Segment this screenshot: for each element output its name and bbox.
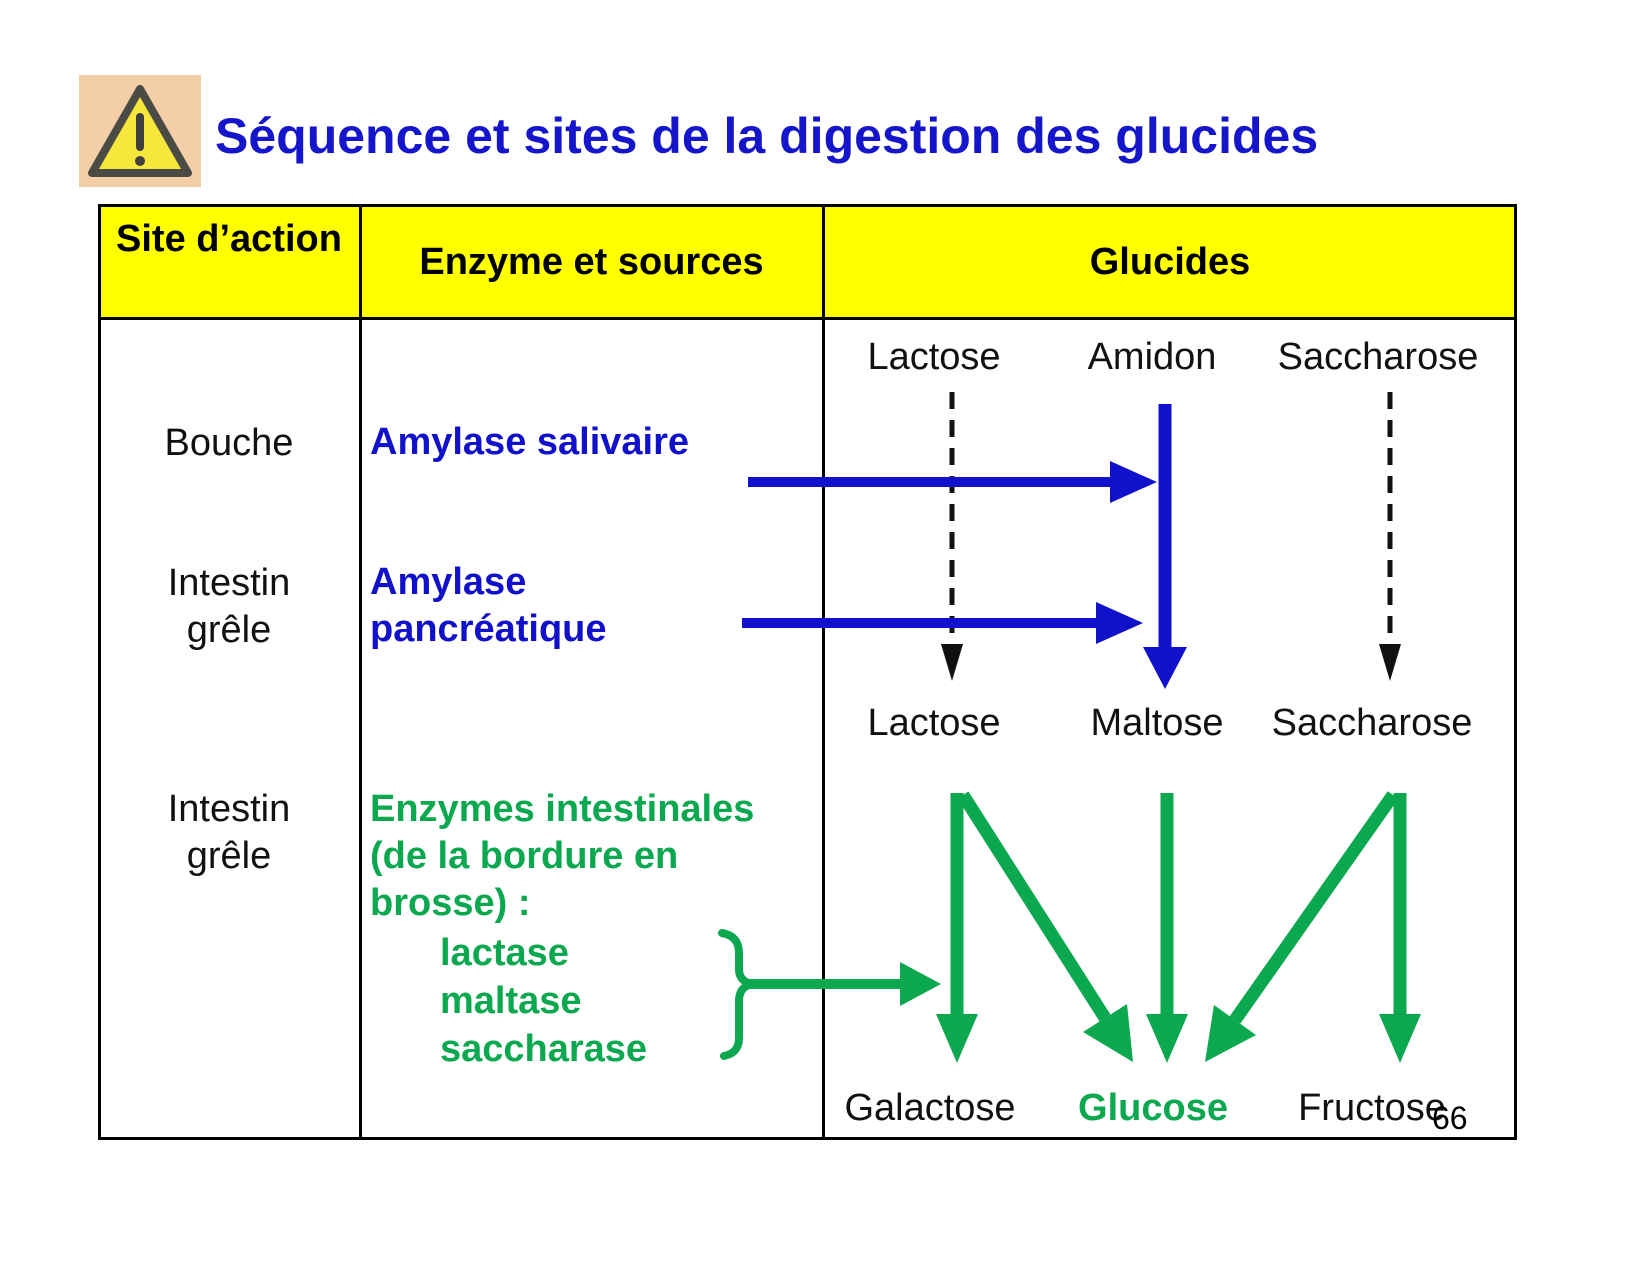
- site-intestin-grele-2: Intestin grêle: [98, 786, 360, 880]
- table-header-background: [101, 207, 1514, 317]
- warning-triangle-icon: [88, 85, 192, 177]
- enzyme-line: Amylase: [370, 561, 527, 603]
- enzyme-line: pancréatique: [370, 608, 607, 650]
- site-line: Intestin: [167, 562, 291, 604]
- header-site-daction: Site d’action: [116, 218, 342, 260]
- table-header-divider: [98, 317, 1517, 320]
- site-bouche: Bouche: [164, 422, 294, 464]
- page-number: 66: [1432, 1100, 1468, 1136]
- site-line: grêle: [186, 609, 272, 651]
- label-fructose: Fructose: [1298, 1087, 1446, 1129]
- enzyme-amylase-salivaire: Amylase salivaire: [370, 421, 690, 463]
- site-line: Intestin: [167, 788, 291, 830]
- enzyme-list: lactase maltase saccharase: [440, 929, 647, 1073]
- site-intestin-grele-1: Intestin grêle: [98, 560, 360, 654]
- label-saccharose-top: Saccharose: [1277, 336, 1479, 378]
- enzyme-saccharase: saccharase: [440, 1028, 648, 1070]
- label-lactose-top: Lactose: [867, 336, 1001, 378]
- enzyme-line: brosse) :: [370, 882, 531, 924]
- warning-icon-box: [79, 75, 201, 187]
- enzyme-line: (de la bordure en: [370, 835, 679, 877]
- header-glucides: Glucides: [1089, 241, 1251, 283]
- label-galactose: Galactose: [844, 1087, 1016, 1129]
- enzyme-lactase: lactase: [440, 932, 569, 974]
- site-line: grêle: [186, 835, 272, 877]
- table-column-divider-1: [359, 204, 362, 1140]
- enzyme-maltase: maltase: [440, 980, 582, 1022]
- label-maltose: Maltose: [1090, 702, 1224, 744]
- header-enzyme-et-sources: Enzyme et sources: [419, 241, 764, 283]
- label-amidon: Amidon: [1087, 336, 1217, 378]
- label-saccharose-mid: Saccharose: [1271, 702, 1473, 744]
- page-title: Séquence et sites de la digestion des gl…: [215, 108, 1319, 164]
- enzyme-intestinales-block: Enzymes intestinales (de la bordure en b…: [370, 786, 754, 927]
- label-glucose: Glucose: [1078, 1087, 1228, 1129]
- enzyme-amylase-pancreatique: Amylase pancréatique: [370, 559, 607, 653]
- label-lactose-mid: Lactose: [867, 702, 1001, 744]
- table-column-divider-2: [822, 204, 825, 1140]
- enzyme-line: Enzymes intestinales: [370, 788, 755, 830]
- table-border: [98, 204, 1517, 1140]
